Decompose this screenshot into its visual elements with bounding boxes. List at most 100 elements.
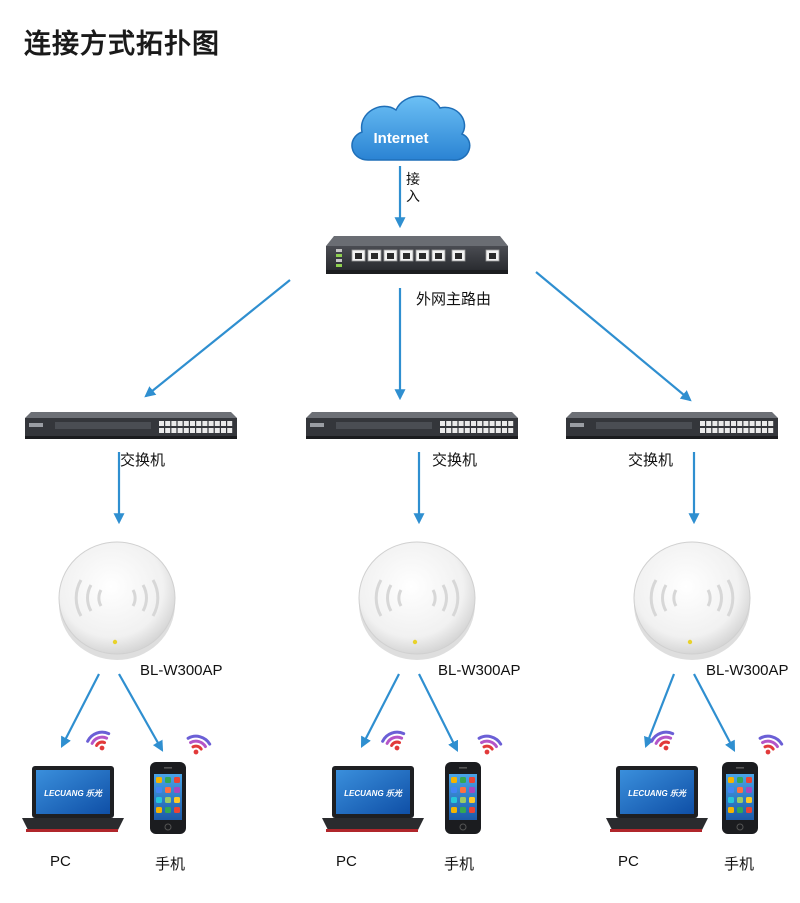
phone-app-icon bbox=[156, 777, 162, 783]
pc-label: PC bbox=[618, 853, 639, 870]
switch-port bbox=[489, 428, 495, 433]
switch-label: 交换机 bbox=[432, 451, 478, 469]
switch-port bbox=[718, 421, 724, 426]
switch-port bbox=[768, 428, 774, 433]
switch-port bbox=[768, 421, 774, 426]
phone-speaker bbox=[459, 767, 467, 769]
wifi-signal-icon bbox=[186, 734, 212, 755]
ap-body bbox=[358, 541, 476, 655]
phone-app-icon bbox=[174, 777, 180, 783]
access-point-icon bbox=[358, 541, 476, 660]
phone-home-button bbox=[736, 823, 744, 831]
wifi-arc bbox=[191, 744, 203, 751]
ap-led bbox=[412, 639, 418, 645]
arrow-ap-to-phone bbox=[118, 673, 164, 752]
arrow-ap-to-phone bbox=[418, 673, 458, 752]
phone-label: 手机 bbox=[155, 855, 186, 873]
access-point-icon bbox=[633, 541, 751, 660]
phone-app-icon bbox=[469, 777, 475, 783]
switch-port bbox=[737, 421, 743, 426]
ap-ring bbox=[97, 589, 103, 607]
wifi-signal-icon bbox=[86, 730, 111, 751]
switch-panel bbox=[336, 422, 432, 429]
laptop-base bbox=[322, 818, 424, 830]
switch-port bbox=[196, 428, 202, 433]
wifi-arc bbox=[654, 735, 673, 745]
switch-port bbox=[508, 428, 514, 433]
switch-port bbox=[165, 428, 171, 433]
switch-port bbox=[202, 421, 208, 426]
phone-app-icon bbox=[451, 797, 457, 803]
wifi-arc bbox=[482, 744, 494, 751]
switch-top bbox=[566, 412, 778, 418]
laptop-brand-logo: LECUANG 乐光 bbox=[628, 789, 687, 798]
switch-badge bbox=[29, 423, 43, 427]
router-port-socket bbox=[387, 253, 394, 259]
switch-badge bbox=[310, 423, 324, 427]
switch-port bbox=[755, 428, 761, 433]
wifi-dot bbox=[765, 749, 771, 755]
router-led bbox=[336, 259, 342, 262]
arrow-ap-to-pc bbox=[360, 673, 400, 748]
wifi-arc bbox=[763, 744, 775, 751]
ap-ring bbox=[661, 584, 668, 612]
phone-app-icon bbox=[165, 797, 171, 803]
switch-port bbox=[762, 428, 767, 433]
switch-port bbox=[183, 421, 189, 426]
phone-home-button bbox=[164, 823, 172, 831]
arrow-router-to-switch-3 bbox=[535, 271, 692, 402]
phone-icon bbox=[722, 762, 758, 834]
switch-port bbox=[190, 421, 195, 426]
phone-app-icon bbox=[460, 787, 466, 793]
switch-port bbox=[724, 421, 730, 426]
wifi-arc bbox=[186, 734, 212, 746]
switch-port bbox=[214, 428, 220, 433]
router-port-socket bbox=[455, 253, 462, 259]
switch-port bbox=[452, 421, 458, 426]
switch-port bbox=[440, 428, 445, 433]
wifi-arc bbox=[86, 730, 111, 743]
wifi-arc bbox=[761, 739, 779, 749]
switch-port bbox=[464, 428, 470, 433]
router-led bbox=[336, 264, 342, 267]
switch-port bbox=[700, 421, 705, 426]
ap-model-label: BL-W300AP bbox=[140, 662, 223, 679]
switch-port bbox=[477, 428, 483, 433]
switch-port bbox=[700, 428, 705, 433]
router-led bbox=[336, 254, 342, 257]
ap-ring bbox=[649, 579, 658, 617]
phone-app-icon bbox=[174, 787, 180, 793]
phone-app-icon bbox=[156, 787, 162, 793]
switch-base bbox=[25, 436, 237, 439]
router-port-socket bbox=[355, 253, 362, 259]
switch-port bbox=[743, 428, 749, 433]
phone-app-icon bbox=[469, 807, 475, 813]
arrow-router-to-switch-1 bbox=[144, 279, 291, 398]
laptop-brand-logo: LECUANG 乐光 bbox=[344, 789, 403, 798]
phone-app-icon bbox=[165, 807, 171, 813]
router-icon bbox=[326, 236, 508, 274]
switch-port bbox=[214, 421, 220, 426]
arrow-ap-to-phone bbox=[693, 673, 736, 752]
phone-app-icon bbox=[469, 787, 475, 793]
switch-port bbox=[196, 421, 202, 426]
phone-icon bbox=[150, 762, 186, 834]
switch-top bbox=[306, 412, 518, 418]
wifi-arc bbox=[659, 740, 671, 747]
ap-led bbox=[112, 639, 118, 645]
switch-port bbox=[489, 421, 495, 426]
phone-app-icon bbox=[165, 777, 171, 783]
switch-port bbox=[471, 428, 476, 433]
phone-app-icon bbox=[728, 787, 734, 793]
router-port-socket bbox=[489, 253, 496, 259]
laptop-icon: LECUANG 乐光 bbox=[22, 766, 124, 832]
switch-port bbox=[183, 428, 189, 433]
phone-app-icon bbox=[728, 777, 734, 783]
switch-port bbox=[440, 421, 445, 426]
arrow-ap-to-pc bbox=[644, 673, 676, 749]
switch-port bbox=[495, 428, 501, 433]
laptop-icon: LECUANG 乐光 bbox=[606, 766, 708, 832]
ap-ring bbox=[451, 579, 460, 617]
laptop-base bbox=[606, 818, 708, 830]
switch-port bbox=[706, 428, 712, 433]
